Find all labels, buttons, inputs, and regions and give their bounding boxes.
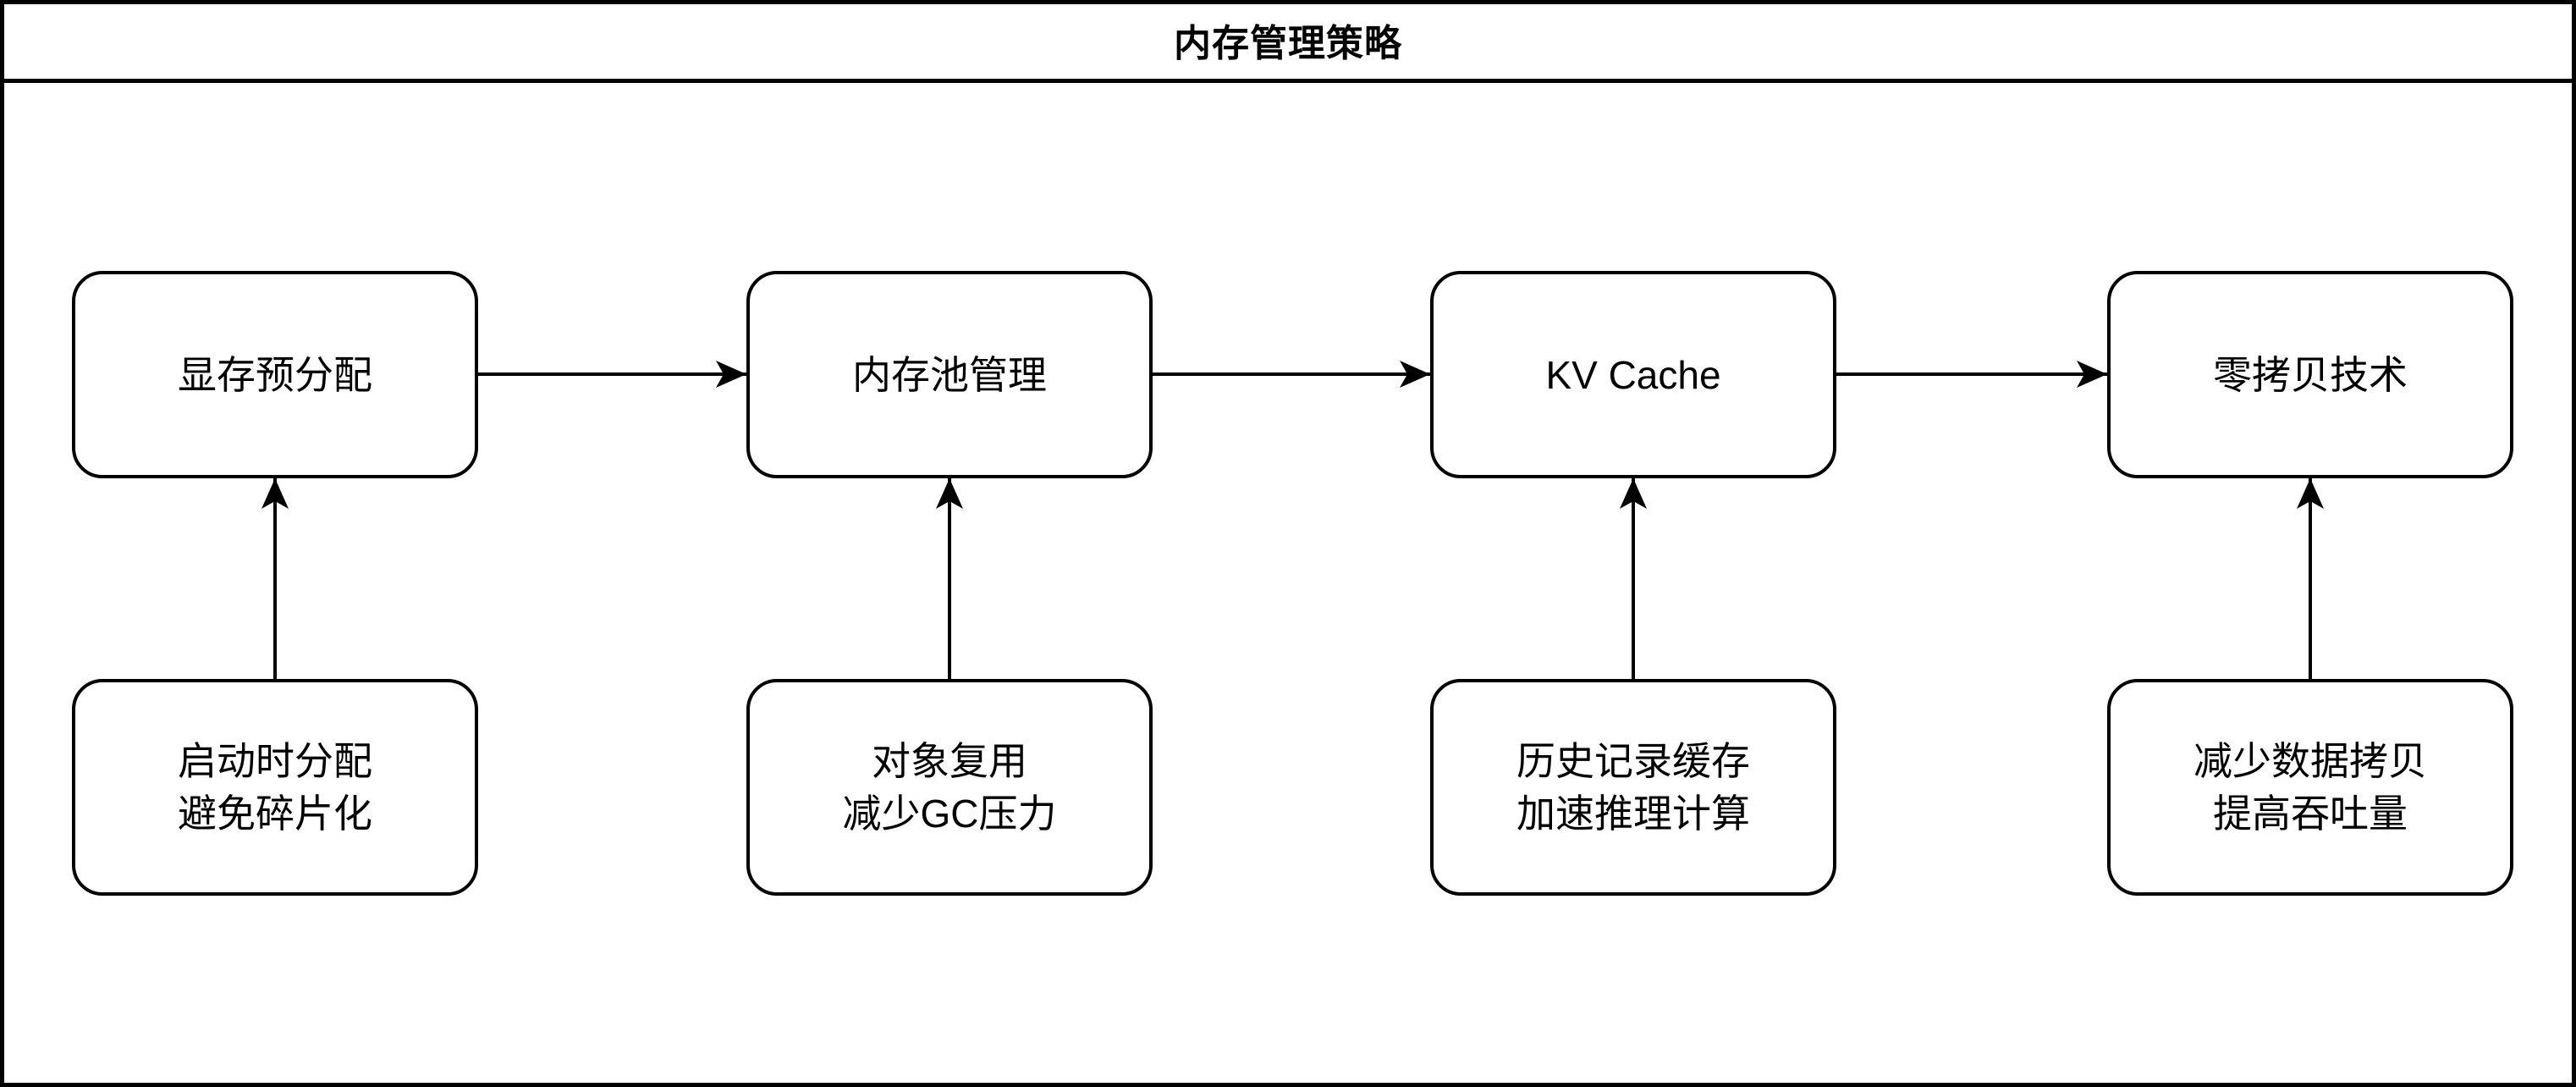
diagram-title: 内存管理策略 [1174, 22, 1402, 64]
node-label-line: 提高吞吐量 [2213, 792, 2408, 836]
node-zero-copy: 零拷贝技术 [2107, 271, 2513, 478]
node-label-line: 减少GC压力 [842, 792, 1057, 836]
node-object-reuse: 对象复用减少GC压力 [746, 679, 1153, 896]
node-label: 显存预分配 [178, 352, 372, 397]
node-startup-alloc: 启动时分配避免碎片化 [72, 679, 478, 896]
node-label-line: 加速推理计算 [1516, 792, 1750, 836]
node-reduce-copy: 减少数据拷贝提高吞吐量 [2107, 679, 2513, 896]
node-label: 零拷贝技术 [2213, 352, 2408, 397]
node-kv-cache: KV Cache [1430, 271, 1836, 478]
node-label: KV Cache [1545, 352, 1721, 397]
node-vram-prealloc: 显存预分配 [72, 271, 478, 478]
node-label-line: 历史记录缓存 [1516, 739, 1750, 783]
node-label-line: 避免碎片化 [178, 792, 372, 836]
node-memory-pool: 内存池管理 [746, 271, 1153, 478]
node-label-line: 对象复用 [872, 739, 1027, 783]
title-bar: 内存管理策略 [0, 0, 2576, 83]
node-label: 内存池管理 [852, 352, 1047, 397]
node-history-cache: 历史记录缓存加速推理计算 [1430, 679, 1836, 896]
node-label-line: 减少数据拷贝 [2193, 739, 2427, 783]
node-label-line: 启动时分配 [178, 739, 372, 783]
